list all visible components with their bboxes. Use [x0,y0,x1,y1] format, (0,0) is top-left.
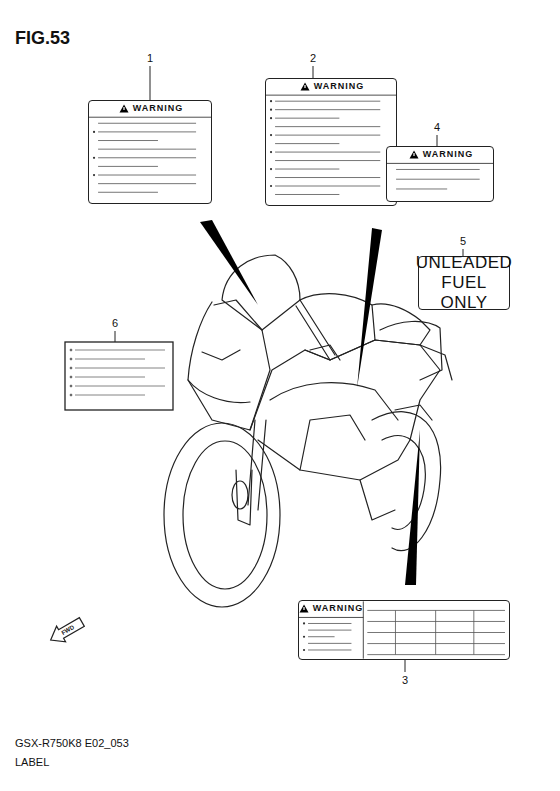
warning-word: WARNING [133,103,184,113]
warning-label: WARNING [386,146,494,202]
warning-heading: WARNING [89,101,213,115]
warning-heading: WARNING [266,79,398,93]
label-body-lines [266,79,396,205]
label-6-sheet [65,342,173,410]
callout-number: 1 [147,53,153,64]
warning-triangle [299,604,309,613]
callout-number: 2 [310,53,316,64]
label-text: UNLEADED FUEL ONLY [410,249,519,317]
warning-triangle [119,104,129,113]
warning-label: WARNING [298,600,510,660]
warning-heading: WARNING [387,147,495,161]
callout-number: 4 [434,122,440,133]
warning-word: WARNING [314,81,365,91]
label-body-lines [89,101,211,203]
fuel-label: UNLEADED FUEL ONLY [418,256,510,310]
section-name: LABEL [15,757,49,768]
callout-number: 5 [460,236,466,247]
callout-number: 3 [402,675,408,686]
warning-word: WARNING [313,603,364,613]
warning-heading: WARNING [299,601,363,615]
warning-triangle [300,82,310,91]
warning-word: WARNING [423,149,474,159]
warning-label: WARNING [88,100,212,204]
fwd-arrow [46,614,86,648]
callout-number: 6 [112,318,118,329]
drawing-code: GSX-R750K8 E02_053 [15,738,129,749]
figure-title: FIG.53 [15,28,70,49]
warning-label: WARNING [265,78,397,206]
warning-triangle [409,150,419,159]
